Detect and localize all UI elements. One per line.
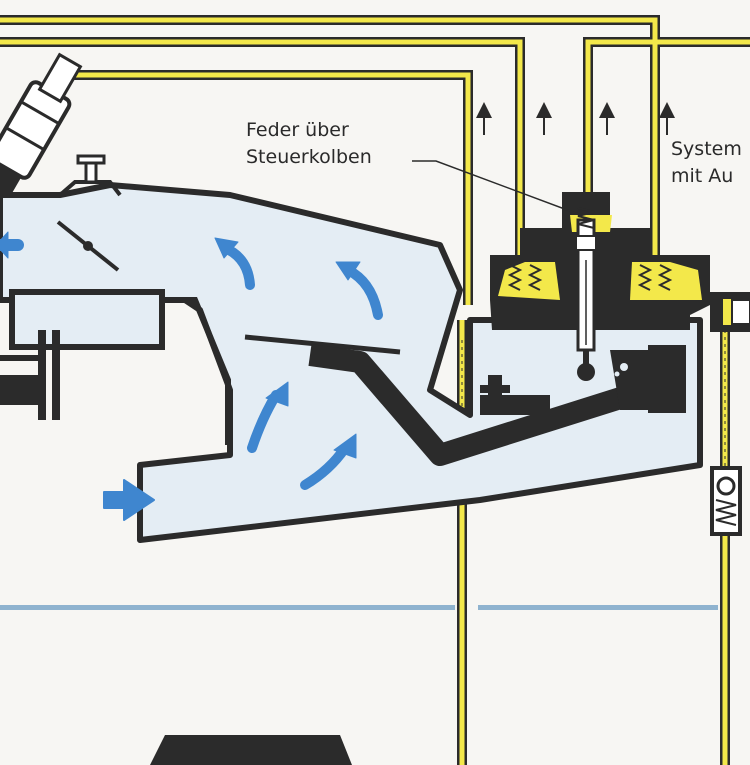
fuel-distributor (490, 192, 750, 381)
callout-system-line2: mit Au (671, 165, 734, 187)
callout-system-line1: System (671, 138, 742, 160)
air-flow-arrow-icon (103, 479, 155, 521)
air-flow-arrow-icon (214, 237, 255, 290)
callout-feder-line1: Feder über (246, 119, 349, 141)
separator-lines (0, 605, 718, 610)
air-flow-arrow-icon (0, 231, 24, 259)
callout-feder-label: Feder über Steuerkolben (246, 117, 372, 171)
air-flow-housing (0, 154, 703, 543)
pressure-regulator (710, 466, 742, 536)
air-flow-arrows (0, 231, 383, 521)
injector-valve (0, 52, 83, 199)
callout-feder-line2: Steuerkolben (246, 146, 372, 168)
air-flow-arrow-icon (300, 433, 357, 490)
spring-icon (577, 207, 595, 229)
air-flow-arrow-icon (247, 381, 289, 453)
callout-leader-line (412, 160, 579, 215)
lower-component (150, 735, 352, 765)
air-flow-arrow-icon (335, 261, 383, 320)
fuel-outlet-arrows (476, 102, 675, 135)
callout-system-label: System mit Au (671, 136, 742, 190)
